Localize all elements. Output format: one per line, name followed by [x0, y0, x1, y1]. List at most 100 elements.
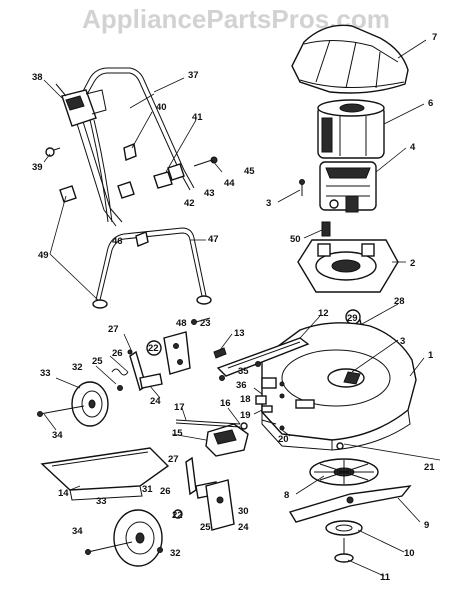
callout-13: 13 — [234, 328, 245, 339]
callout-26-upper: 26 — [112, 348, 123, 359]
armature-assembly — [319, 161, 377, 213]
callout-32-upper: 32 — [72, 362, 83, 373]
handle-clamp — [135, 231, 149, 247]
discharge-chute — [40, 447, 170, 501]
blade-adapter — [325, 520, 363, 536]
front-wheel — [113, 509, 163, 567]
callout-7: 7 — [432, 32, 437, 43]
callout-31: 31 — [142, 484, 153, 495]
engine-cover — [291, 24, 409, 94]
spring-upper — [111, 368, 129, 376]
callout-28: 28 — [394, 296, 405, 307]
deck-screw — [336, 442, 344, 450]
handle-knob — [117, 163, 185, 199]
callout-48: 48 — [176, 318, 187, 329]
bail-bar — [85, 89, 107, 115]
callout-24-upper: 24 — [150, 396, 161, 407]
callout-20: 20 — [278, 434, 289, 445]
height-lever-upper — [127, 349, 163, 392]
callout-labels: 7 6 4 3 50 2 28 29 3 1 12 13 37 38 40 41… — [32, 32, 437, 583]
callout-14: 14 — [58, 488, 69, 499]
callout-22-lower: 22 — [172, 510, 183, 521]
callout-24-lower: 24 — [238, 522, 249, 533]
callout-39: 39 — [32, 162, 43, 173]
callout-22-upper: 22 — [148, 343, 159, 354]
callout-33-upper: 33 — [40, 368, 51, 379]
callout-19: 19 — [240, 410, 251, 421]
mower-deck — [261, 322, 417, 451]
callout-12: 12 — [318, 308, 329, 319]
lever-plate — [205, 479, 235, 531]
callout-38: 38 — [32, 72, 43, 83]
mower-blade — [288, 485, 412, 523]
callout-34-lower: 34 — [72, 526, 83, 537]
callout-15: 15 — [172, 428, 183, 439]
callout-18: 18 — [240, 394, 251, 405]
callout-37: 37 — [188, 70, 199, 81]
callout-41: 41 — [192, 112, 203, 123]
callout-29: 29 — [347, 313, 358, 324]
callout-4: 4 — [410, 142, 416, 153]
callout-16: 16 — [220, 398, 231, 409]
callout-40: 40 — [156, 102, 167, 113]
callout-47: 47 — [208, 234, 219, 245]
callout-27-lower: 27 — [168, 454, 179, 465]
front-wheel-bolt — [85, 541, 133, 555]
leader-lines — [43, 39, 441, 577]
upper-handle — [71, 67, 195, 227]
handle-washer — [45, 147, 61, 157]
pivot-rod — [175, 419, 248, 430]
callout-8: 8 — [284, 490, 289, 501]
callout-23: 23 — [200, 318, 211, 329]
callout-3-upper: 3 — [266, 198, 271, 209]
callout-49: 49 — [38, 250, 49, 261]
rear-wheel — [71, 381, 109, 427]
motor-screw — [299, 179, 305, 196]
callout-30: 30 — [238, 506, 249, 517]
lower-handle — [95, 227, 207, 301]
blade-bolt — [334, 538, 354, 563]
callout-3-lower: 3 — [400, 336, 405, 347]
axle-bracket-small — [255, 377, 277, 405]
handle-knob-left — [59, 185, 77, 203]
callout-34-upper: 34 — [52, 430, 63, 441]
shaft-coupler — [321, 221, 331, 237]
cord-strain-relief — [89, 119, 113, 223]
handle-end-caps — [92, 295, 212, 309]
callout-10: 10 — [404, 548, 415, 559]
callout-32-lower: 32 — [170, 548, 181, 559]
motor — [317, 99, 385, 159]
rear-wheel-bolt — [37, 405, 85, 417]
cord-clip — [123, 143, 137, 161]
callout-25-lower: 25 — [200, 522, 211, 533]
callout-17: 17 — [174, 402, 185, 413]
washer-upper — [117, 385, 123, 391]
callout-35: 35 — [238, 366, 249, 377]
lower-handle-bolt — [191, 317, 211, 325]
part-22-circle-upper — [146, 340, 162, 356]
callout-9: 9 — [424, 520, 429, 531]
mulch-plug — [205, 423, 249, 457]
callout-42: 42 — [184, 198, 195, 209]
handle-bracket — [163, 331, 191, 375]
callout-26-lower: 26 — [160, 486, 171, 497]
callout-36: 36 — [236, 380, 247, 391]
blade-fan — [309, 458, 379, 486]
callout-11: 11 — [380, 572, 391, 583]
callout-50: 50 — [290, 234, 301, 245]
callout-43: 43 — [204, 188, 215, 199]
switch-box — [55, 83, 97, 127]
callout-27-upper: 27 — [108, 324, 119, 335]
callout-2: 2 — [410, 258, 415, 269]
callout-6: 6 — [428, 98, 433, 109]
callout-1: 1 — [428, 350, 434, 361]
motor-housing — [297, 239, 399, 293]
callout-25-upper: 25 — [92, 356, 103, 367]
callout-33-lower: 33 — [96, 496, 107, 507]
callout-45: 45 — [244, 166, 255, 177]
deck-small-parts — [261, 381, 285, 431]
callout-21: 21 — [424, 462, 435, 473]
handle-bolt — [193, 156, 218, 167]
washer-lower — [157, 547, 163, 553]
